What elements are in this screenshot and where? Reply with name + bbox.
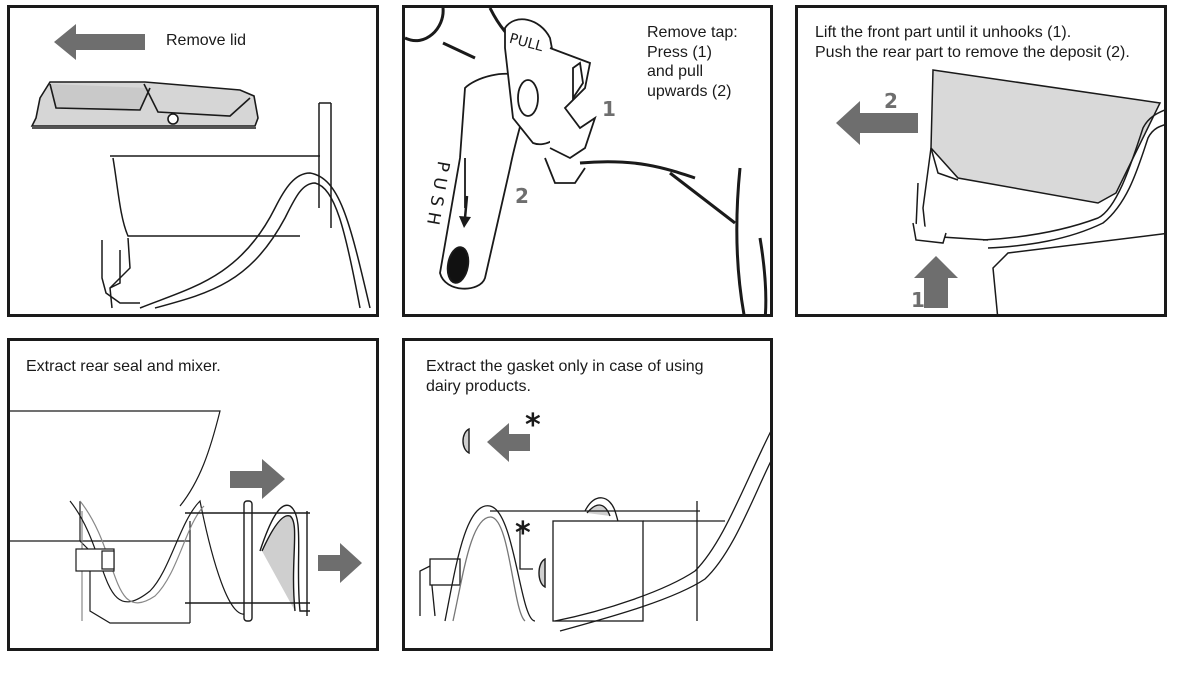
hopper-icon <box>101 102 371 309</box>
deposit-icon <box>912 69 1164 314</box>
caption-remove-lid: Remove lid <box>166 32 247 49</box>
caption-line: Press (1) <box>647 43 712 61</box>
caption-line: Extract the gasket only in case of using <box>426 358 704 375</box>
caption-extract-seal: Extract rear seal and mixer. <box>26 358 221 375</box>
pull-piece-icon <box>504 18 597 184</box>
caption-line: Push the rear part to remove the deposit… <box>815 43 1130 61</box>
arrow-down-icon <box>459 195 471 228</box>
tap-illustration <box>405 8 768 314</box>
panel-extract-seal: Extract rear seal and mixer. <box>7 338 379 651</box>
seal-illustration <box>10 410 362 624</box>
asterisk-marker: * <box>515 516 531 551</box>
asterisk-marker: * <box>525 408 541 443</box>
arrow-right-icon <box>230 459 285 499</box>
lid-icon <box>30 81 259 129</box>
gasket-icon <box>462 427 546 589</box>
arrow-left-icon <box>54 24 145 60</box>
caption-line: Lift the front part until it unhooks (1)… <box>815 24 1072 41</box>
arrow-up-icon <box>914 256 958 308</box>
step-2-label: 2 <box>884 89 898 113</box>
caption-line: Remove tap: <box>647 24 738 41</box>
step-2-label: 2 <box>515 184 529 208</box>
caption-line: dairy products. <box>426 377 531 395</box>
step-1-label: 1 <box>602 97 616 121</box>
caption-line: upwards (2) <box>647 82 732 100</box>
mixer-icon <box>185 500 310 622</box>
caption-line: and pull <box>647 63 704 80</box>
panel-extract-gasket: * * Extract the gasket only in case of u… <box>402 338 773 651</box>
arrow-right-icon <box>318 543 362 583</box>
deposit-illustration <box>836 69 1164 314</box>
panel-remove-lid: Remove lid <box>7 5 379 317</box>
lid-illustration <box>30 24 371 309</box>
panel-remove-deposit: 2 1 Lift the front part until it unhooks… <box>795 5 1167 317</box>
panel-remove-tap: PULL PUSH 1 2 Remove tap: Press (1) and … <box>402 5 773 317</box>
step-1-label: 1 <box>911 288 925 312</box>
caption-extract-gasket: Extract the gasket only in case of using… <box>426 357 703 396</box>
arrow-left-icon <box>487 423 530 462</box>
caption-remove-deposit: Lift the front part until it unhooks (1)… <box>815 23 1130 62</box>
arrow-left-icon <box>836 101 918 145</box>
gasket-illustration <box>419 423 770 632</box>
caption-remove-tap: Remove tap: Press (1) and pull upwards (… <box>647 23 738 101</box>
